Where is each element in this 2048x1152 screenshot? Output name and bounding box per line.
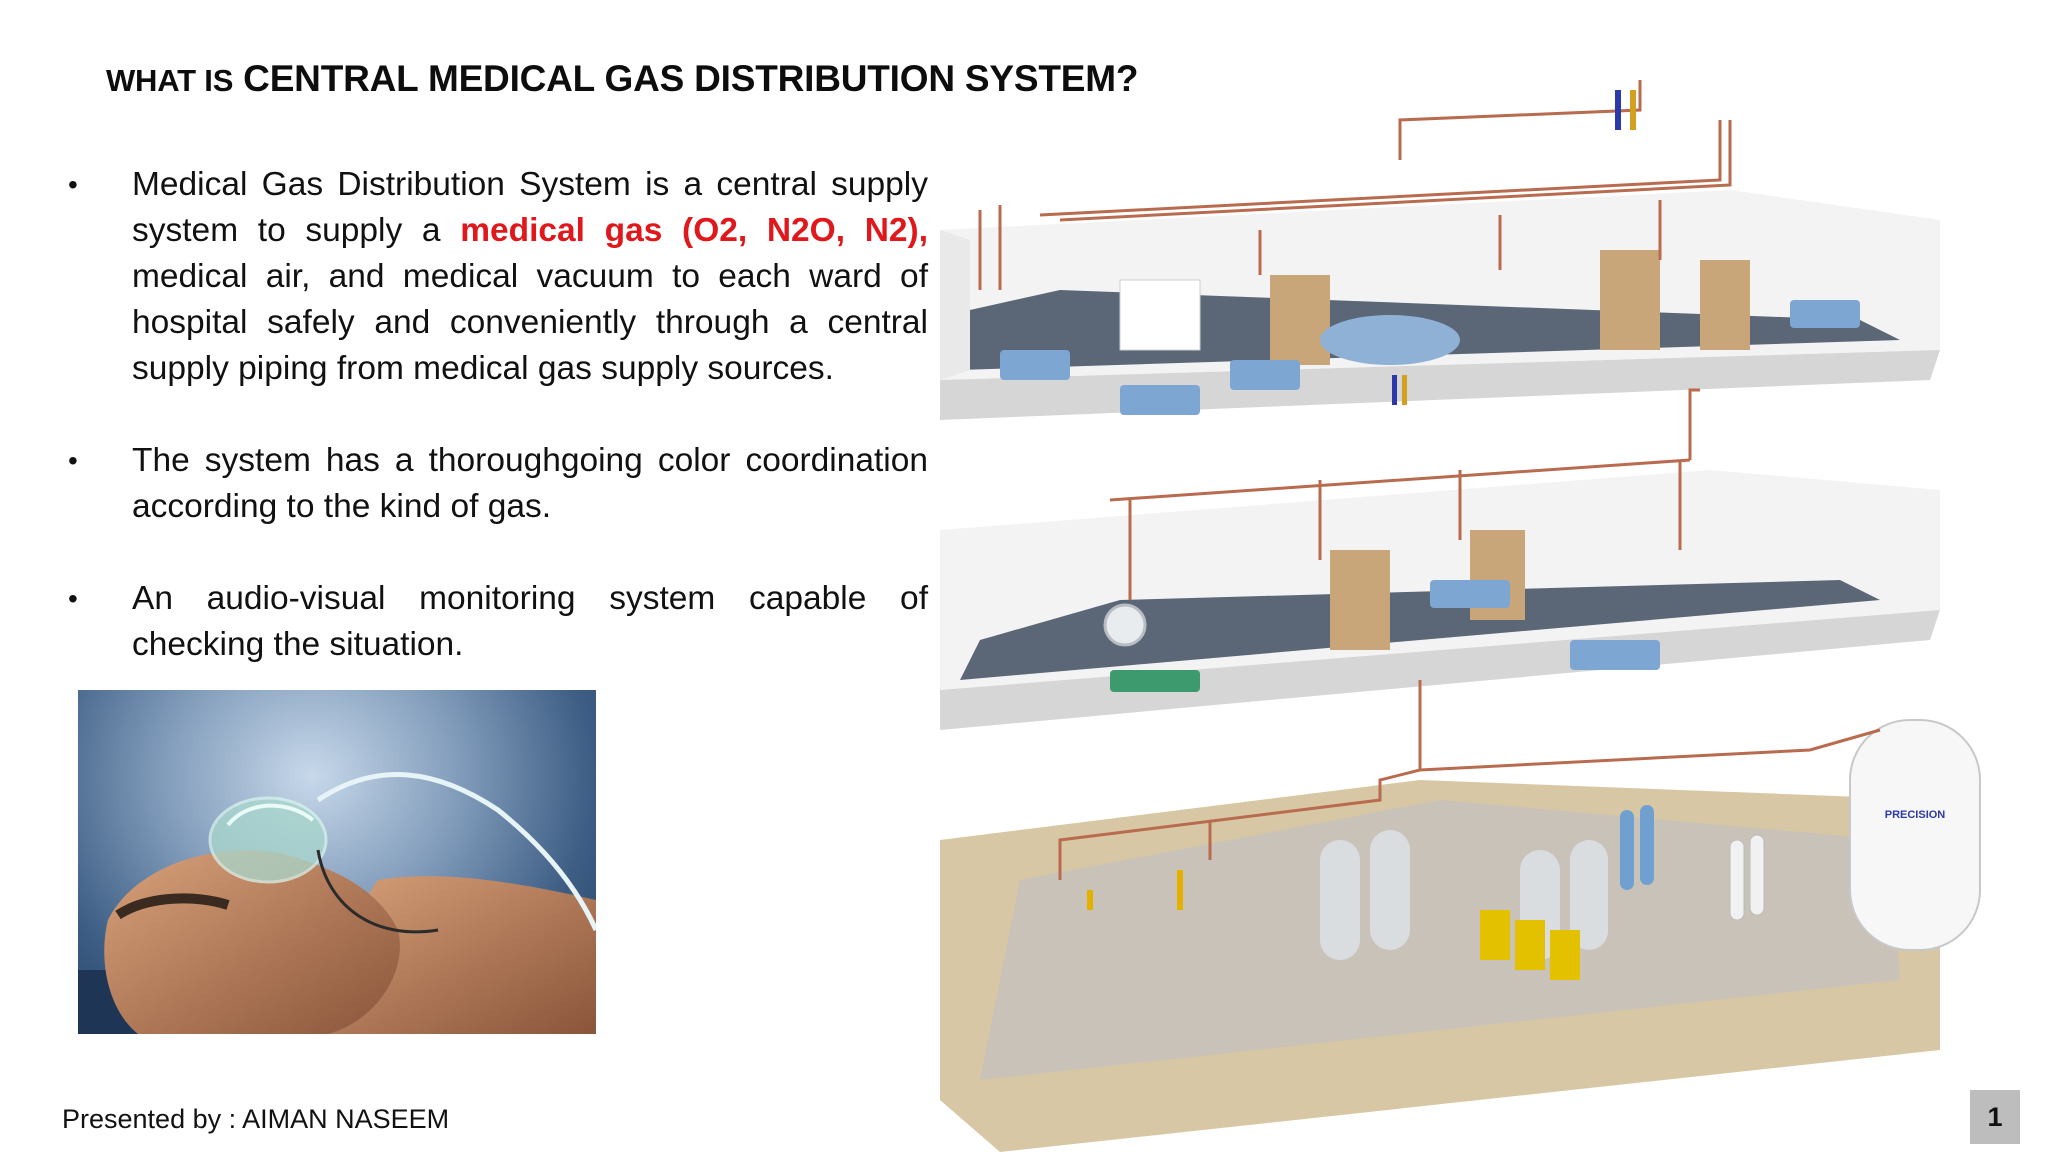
tank-label: PRECISION bbox=[1885, 809, 1946, 821]
top-floor bbox=[940, 80, 1940, 420]
title-prefix: WHAT IS bbox=[106, 63, 234, 98]
bullet-item: • The system has a thoroughgoing color c… bbox=[62, 438, 928, 530]
basement-plant-room: PRECISION bbox=[940, 680, 1981, 1152]
bullet-highlight: medical gas (O2, N2O, N2), bbox=[460, 212, 929, 249]
page-number: 1 bbox=[1970, 1090, 2020, 1144]
patient-illustration bbox=[78, 772, 596, 1034]
presenter-credit: Presented by : AIMAN NASEEM bbox=[62, 1104, 450, 1134]
bullet-text: An audio-visual monitoring system capabl… bbox=[132, 580, 928, 663]
bullet-text-part: medical air, and medical vacuum to each … bbox=[132, 258, 928, 387]
bullet-marker: • bbox=[68, 583, 78, 614]
bullet-item: • An audio-visual monitoring system capa… bbox=[62, 576, 928, 668]
hospital-gas-system-diagram: PRECISION bbox=[940, 80, 1981, 1152]
oxygen-mask-photo bbox=[78, 690, 596, 1034]
bullet-text: The system has a thoroughgoing color coo… bbox=[132, 442, 928, 525]
bullet-marker: • bbox=[68, 445, 78, 476]
bullet-item: • Medical Gas Distribution System is a c… bbox=[62, 162, 928, 392]
slide-title: WHAT IS CENTRAL MEDICAL GAS DISTRIBUTION … bbox=[106, 58, 1138, 100]
bullet-list: • Medical Gas Distribution System is a c… bbox=[62, 162, 928, 714]
bullet-text-part: Medical Gas Distribution System is a cen… bbox=[132, 166, 928, 249]
bullet-marker: • bbox=[68, 169, 78, 200]
bullet-text: Medical Gas Distribution System is a cen… bbox=[132, 162, 928, 392]
middle-floor bbox=[940, 375, 1940, 730]
title-main: CENTRAL MEDICAL GAS DISTRIBUTION SYSTEM? bbox=[243, 58, 1139, 99]
